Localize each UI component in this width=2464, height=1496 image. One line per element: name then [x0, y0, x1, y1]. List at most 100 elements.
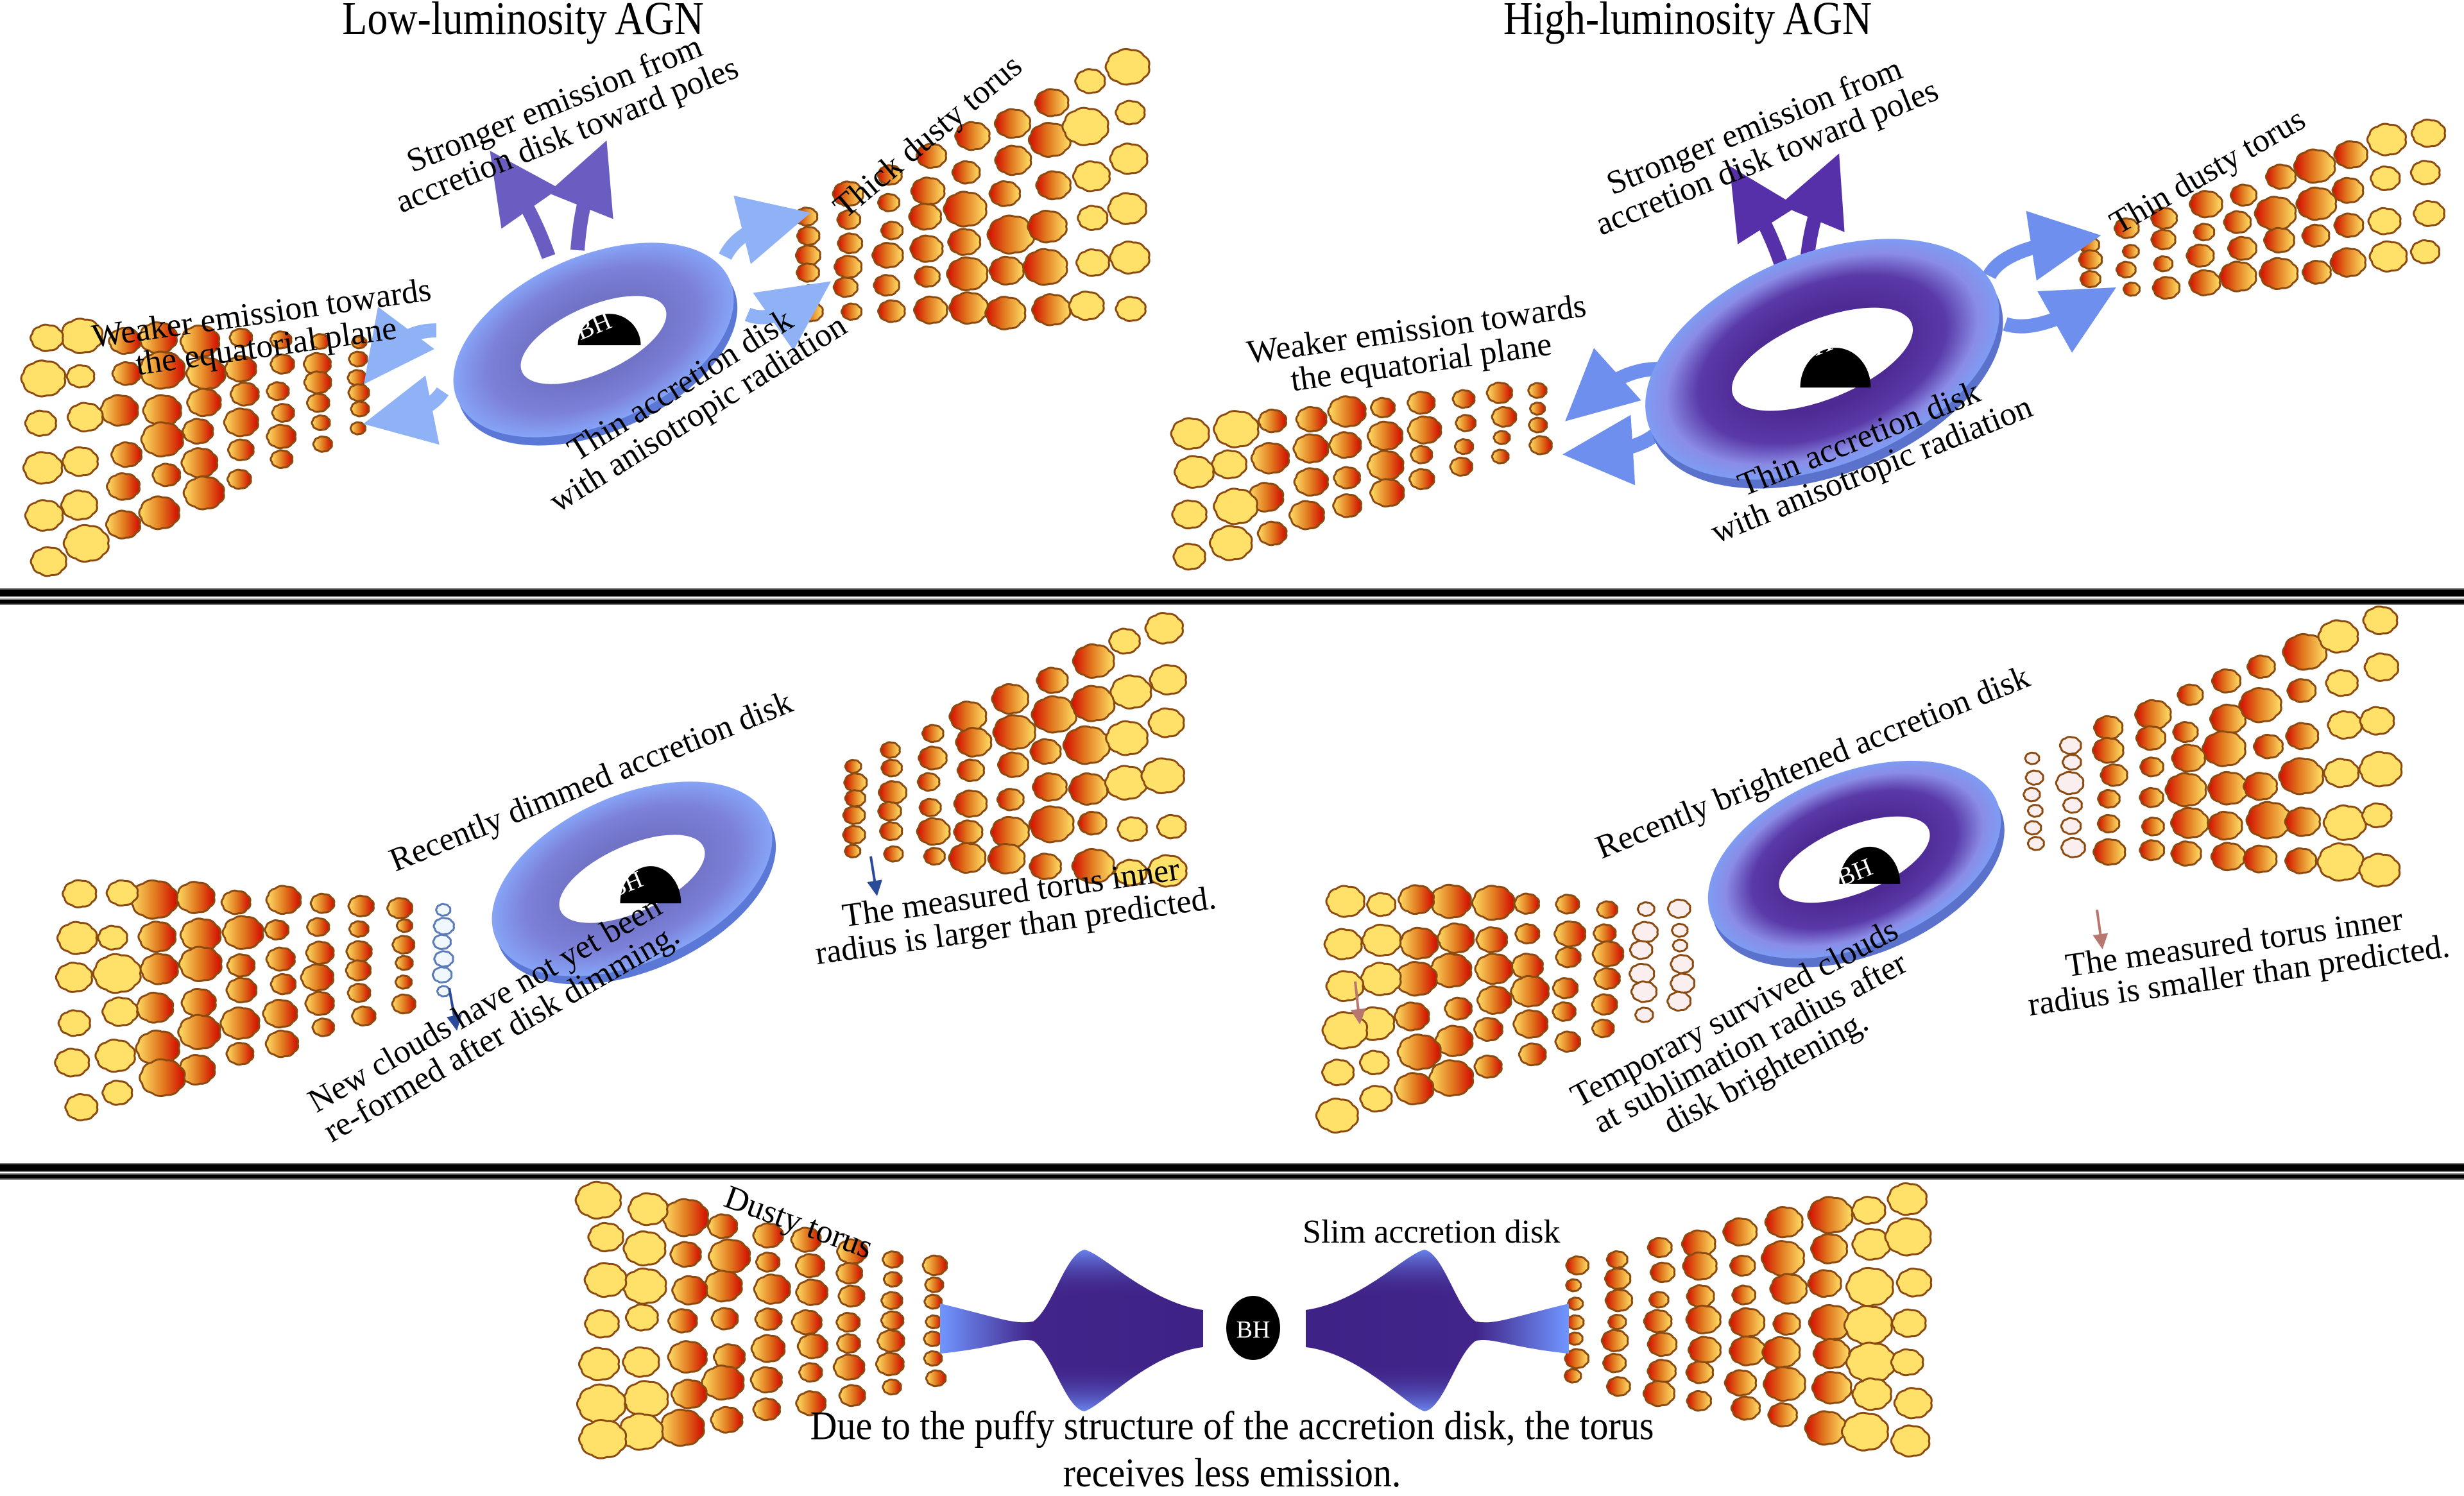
dust-cloud — [1407, 415, 1442, 445]
dust-cloud — [2092, 715, 2124, 740]
dust-cloud — [1293, 467, 1329, 497]
accretion-disk — [1645, 239, 2003, 489]
black-hole — [1800, 348, 1871, 388]
dust-cloud — [1211, 449, 1247, 480]
dust-cloud — [2284, 847, 2317, 874]
panel-high-luminosity — [1562, 153, 2116, 489]
dust-cloud — [953, 819, 984, 845]
dust-cloud — [1370, 396, 1396, 419]
dust-cloud — [311, 414, 331, 432]
panel-title-high-luminosity: High-luminosity AGN — [1503, 0, 1872, 45]
dust-cloud — [303, 370, 332, 395]
dust-cloud — [667, 1308, 698, 1334]
dust-cloud — [844, 844, 862, 859]
dust-cloud — [832, 1354, 866, 1381]
equatorial-arrow-upper-right — [719, 195, 811, 264]
dust-cloud — [2331, 176, 2365, 204]
dust-cloud — [345, 959, 372, 982]
transient-cloud — [1629, 940, 1654, 960]
dust-cloud — [877, 299, 906, 323]
accretion-disk — [492, 781, 776, 985]
dust-cloud — [97, 924, 128, 951]
dust-cloud — [1108, 627, 1141, 655]
dust-cloud — [2370, 166, 2401, 191]
dust-cloud — [1444, 996, 1473, 1021]
dust-cloud — [1077, 810, 1108, 836]
dust-cloud — [1144, 611, 1184, 645]
dust-cloud — [225, 1042, 255, 1066]
dust-cloud — [1685, 1360, 1715, 1384]
dust-cloud — [182, 418, 214, 445]
dust-cloud — [669, 1241, 702, 1268]
dust-cloud — [2152, 276, 2181, 300]
dust-cloud — [1553, 920, 1587, 948]
dust-cloud — [1600, 1329, 1629, 1352]
dust-cloud — [703, 1270, 743, 1303]
dust-cloud — [1513, 892, 1540, 915]
dust-cloud — [2333, 140, 2368, 169]
dust-cloud — [909, 234, 944, 263]
dust-cloud — [1887, 1182, 1928, 1216]
dust-cloud — [1257, 409, 1288, 434]
dust-cloud — [348, 920, 370, 938]
dust-cloud — [1074, 68, 1106, 94]
dust-cloud — [1763, 1366, 1806, 1402]
dust-cloud — [351, 1005, 377, 1027]
transient-cloud — [2060, 837, 2086, 858]
dust-cloud — [2361, 802, 2393, 829]
dust-cloud — [1845, 1266, 1894, 1307]
dust-cloud — [794, 244, 821, 267]
dust-cloud — [908, 202, 943, 231]
dust-cloud — [1034, 88, 1070, 117]
dust-cloud — [578, 1419, 628, 1459]
dust-cloud — [925, 1369, 947, 1388]
dust-cloud — [1062, 725, 1111, 765]
caption-line: Due to the puffy structure of the accret… — [810, 1402, 1654, 1449]
dust-cloud — [1113, 858, 1148, 887]
dust-cloud — [1602, 1352, 1627, 1373]
dust-cloud — [1394, 1072, 1435, 1106]
dust-cloud — [1398, 884, 1435, 915]
dust-cloud — [110, 441, 143, 468]
dust-cloud — [2263, 226, 2295, 254]
dust-cloud — [2186, 243, 2215, 268]
dust-cloud — [1407, 391, 1436, 415]
dust-cloud — [2301, 223, 2331, 248]
pole-arrow-left — [1729, 166, 1797, 275]
dust-cloud — [1563, 1368, 1582, 1384]
dust-cloud — [1772, 1312, 1801, 1336]
dust-cloud — [105, 879, 139, 907]
dust-cloud — [1884, 1217, 1932, 1257]
dust-cloud — [57, 1009, 91, 1037]
dust-cloud — [883, 845, 904, 863]
dust-cloud — [1808, 1304, 1853, 1341]
dust-cloud — [574, 1180, 622, 1220]
dust-cloud — [1473, 1054, 1503, 1079]
dust-cloud — [1321, 1058, 1355, 1087]
dust-cloud — [1394, 960, 1438, 997]
dust-cloud — [350, 400, 370, 418]
dust-cloud — [1604, 1288, 1634, 1313]
dust-cloud — [1566, 1331, 1584, 1346]
dust-cloud — [1072, 160, 1111, 192]
dust-cloud — [954, 121, 991, 151]
dust-cloud — [266, 381, 290, 402]
dust-cloud — [955, 727, 993, 758]
dust-cloud — [175, 881, 216, 914]
dust-cloud — [2329, 247, 2367, 278]
dust-cloud — [1031, 695, 1077, 734]
dust-cloud — [1895, 1267, 1933, 1298]
dust-cloud — [1491, 448, 1510, 464]
equatorial-arrow-lower-left — [363, 375, 449, 445]
dust-cloud — [391, 935, 416, 955]
transient-cloud — [2060, 817, 2082, 835]
dust-cloud — [1685, 1304, 1722, 1335]
dust-cloud — [312, 435, 333, 453]
dust-cloud — [1686, 1284, 1715, 1309]
dust-cloud — [1436, 922, 1475, 954]
dust-cloud — [880, 758, 903, 778]
dust-cloud — [1565, 1255, 1590, 1276]
dust-cloud — [2359, 706, 2395, 736]
dust-cloud — [798, 1362, 823, 1383]
dust-cloud — [137, 921, 177, 953]
